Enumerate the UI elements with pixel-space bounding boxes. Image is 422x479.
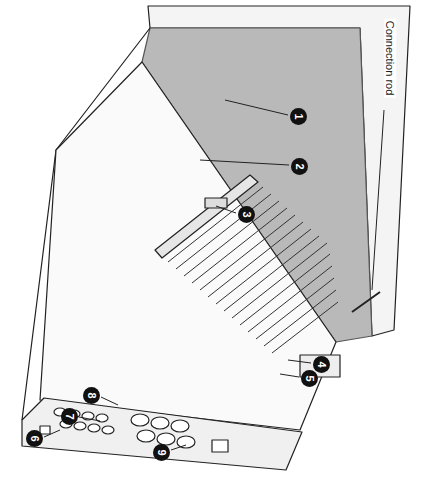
callout-number: 2 [291,158,308,175]
callout-number: 9 [153,444,170,461]
callout-number: 7 [61,408,78,425]
callout-number: 4 [313,356,330,373]
part-name: Connection rod [384,19,396,98]
callout-number: 5 [301,370,318,387]
callout-number: 1 [290,108,307,125]
callout-number: 6 [26,430,43,447]
callout-number: 8 [83,387,100,404]
callout-number: 3 [238,206,255,223]
